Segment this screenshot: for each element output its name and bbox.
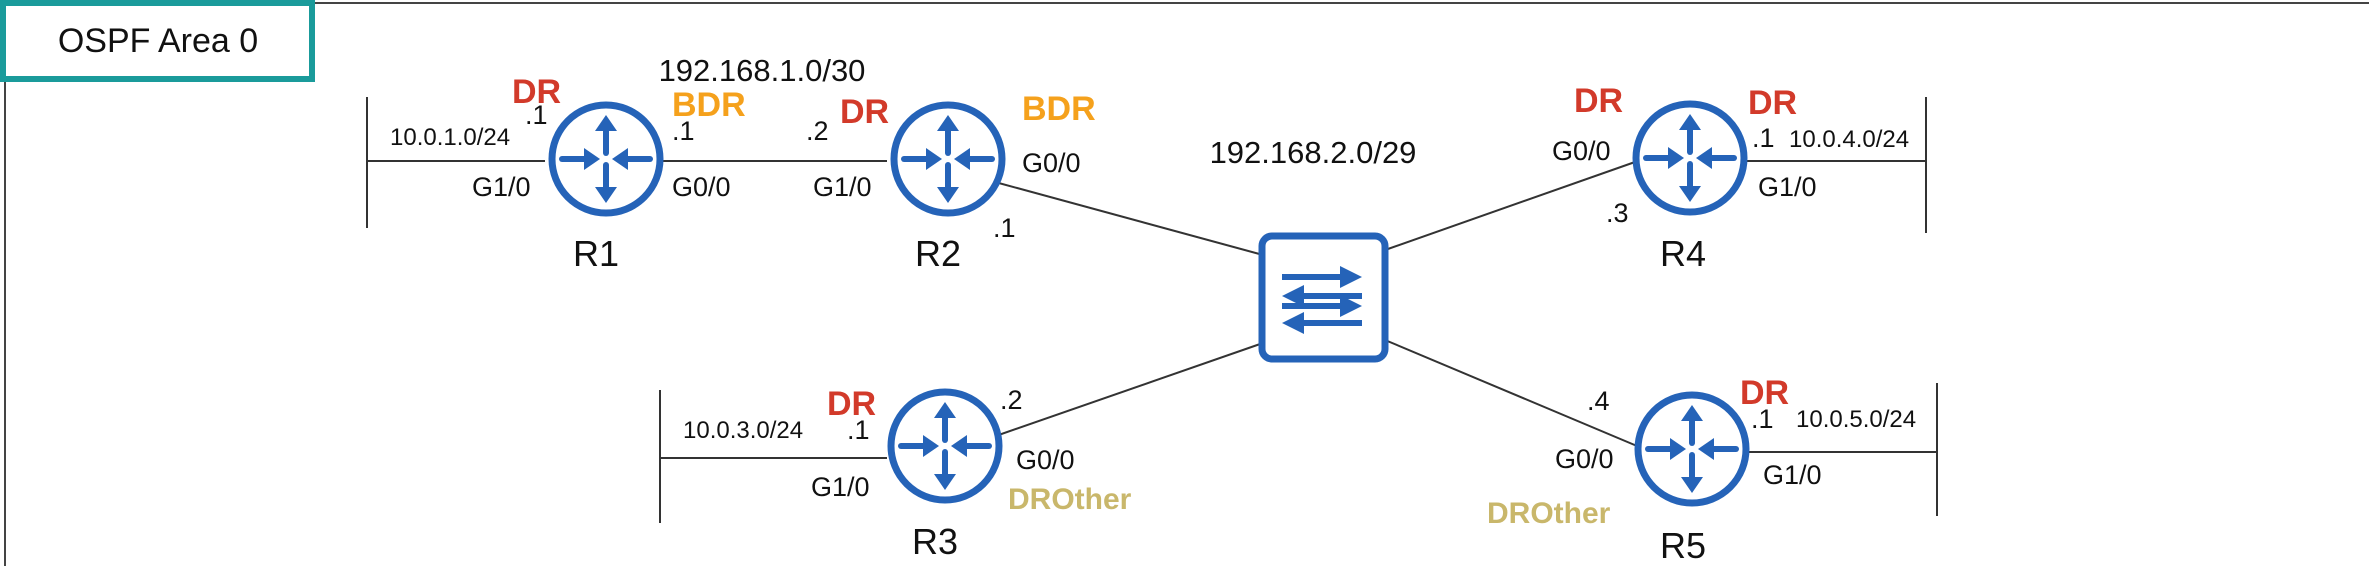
r3-stub-role: DR xyxy=(827,385,876,423)
switch-icon xyxy=(1258,232,1389,363)
router-icon xyxy=(891,392,999,500)
r2-lan-role: BDR xyxy=(1022,90,1096,128)
r1-lan-iface: G1/0 xyxy=(472,172,531,202)
router-r4[interactable] xyxy=(1636,104,1744,212)
r5-lan-iface: G0/0 xyxy=(1555,444,1614,474)
r1-wan-ip: .1 xyxy=(672,116,695,146)
area-label-box: OSPF Area 0 xyxy=(0,0,315,82)
r1-wan-iface: G0/0 xyxy=(672,172,731,202)
subnet-r4-lan: 10.0.4.0/24 xyxy=(1789,126,1909,153)
r4-lan-ip: .3 xyxy=(1606,198,1629,228)
r1-lan-role: DR xyxy=(512,73,561,111)
link-r5-switch xyxy=(1384,339,1638,447)
r4-stub-ip: .1 xyxy=(1752,123,1775,153)
links xyxy=(366,97,1938,523)
router-r5-name: R5 xyxy=(1660,525,1706,566)
r1-lan-ip: .1 xyxy=(525,100,548,130)
area-label: OSPF Area 0 xyxy=(58,22,258,60)
r5-lan-ip: .4 xyxy=(1587,386,1610,416)
r5-stub-ip: .1 xyxy=(1751,404,1774,434)
router-r3-name: R3 xyxy=(912,521,958,562)
router-r4-name: R4 xyxy=(1660,233,1706,274)
r5-stub-role: DR xyxy=(1740,374,1789,412)
r4-stub-iface: G1/0 xyxy=(1758,172,1817,202)
r5-lan-role: DROther xyxy=(1487,497,1611,530)
link-r3-switch xyxy=(989,342,1264,439)
r3-stub-ip: .1 xyxy=(847,415,870,445)
r2-lan-ip: .1 xyxy=(993,213,1016,243)
r4-lan-role: DR xyxy=(1574,82,1623,120)
router-r1[interactable] xyxy=(552,105,660,213)
r2-lan-iface: G0/0 xyxy=(1022,148,1081,178)
subnet-multiaccess: 192.168.2.0/29 xyxy=(1210,135,1417,170)
router-icon xyxy=(552,105,660,213)
r3-stub-iface: G1/0 xyxy=(811,472,870,502)
r4-lan-iface: G0/0 xyxy=(1552,136,1611,166)
subnet-r3-lan: 10.0.3.0/24 xyxy=(683,417,803,444)
r3-lan-ip: .2 xyxy=(1000,385,1023,415)
r2-p2p-role: DR xyxy=(840,93,889,131)
router-r1-name: R1 xyxy=(573,233,619,274)
router-r3[interactable] xyxy=(891,392,999,500)
router-icon xyxy=(1636,104,1744,212)
r1-wan-role: BDR xyxy=(672,86,746,124)
r5-stub-iface: G1/0 xyxy=(1763,460,1822,490)
link-r4-switch xyxy=(1384,161,1636,251)
router-r5[interactable] xyxy=(1638,395,1746,503)
router-r2-name: R2 xyxy=(915,233,961,274)
r3-lan-iface: G0/0 xyxy=(1016,445,1075,475)
subnet-r1-lan: 10.0.1.0/24 xyxy=(390,124,510,151)
router-icon xyxy=(894,105,1002,213)
r3-lan-role: DROther xyxy=(1008,483,1132,516)
r2-p2p-iface: G1/0 xyxy=(813,172,872,202)
r2-p2p-ip: .2 xyxy=(806,116,829,146)
switch-multiaccess[interactable] xyxy=(1258,232,1389,363)
area-frame xyxy=(4,2,2369,566)
router-r2[interactable] xyxy=(894,105,1002,213)
router-icon xyxy=(1638,395,1746,503)
link-r2-switch xyxy=(994,181,1264,256)
subnet-r1-r2: 192.168.1.0/30 xyxy=(659,53,866,88)
r4-stub-role: DR xyxy=(1748,84,1797,122)
subnet-r5-lan: 10.0.5.0/24 xyxy=(1796,406,1916,433)
